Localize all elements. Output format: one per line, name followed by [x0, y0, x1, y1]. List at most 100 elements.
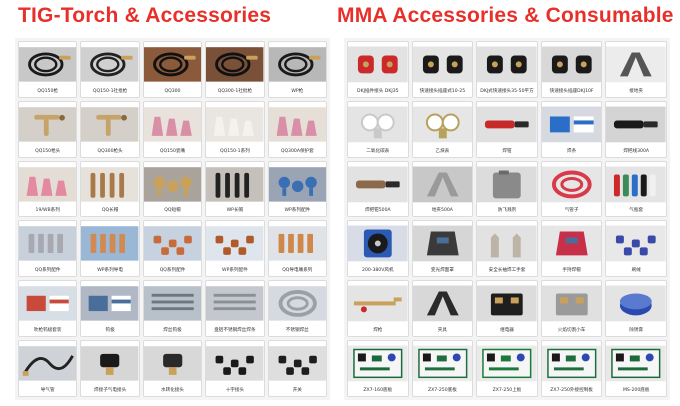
jerrycan-icon — [477, 162, 537, 207]
tig-torch-section-title: TIG-Torch & Accessories — [18, 4, 272, 27]
left-product-card: QQ300枪头 — [80, 100, 140, 158]
left-product-card: WP长帽 — [205, 160, 265, 218]
plugs-icon — [412, 42, 473, 87]
boxes-icon — [81, 281, 139, 326]
product-caption: 气瓶套 — [629, 208, 644, 214]
product-caption: 手持焊帽 — [562, 268, 581, 274]
left-product-card: 焊接子气电接头 — [80, 340, 140, 397]
left-product-card: QQ150-1系列 — [205, 100, 265, 158]
product-caption: QQ300枪头 — [97, 148, 123, 154]
coil-icon — [268, 281, 326, 326]
product-caption: 十字接头 — [225, 387, 245, 393]
product-caption: 不锈钢焊丝 — [285, 328, 309, 334]
circuit-board-icon — [477, 341, 537, 386]
clamp-icon — [412, 162, 473, 207]
clamp-icon — [412, 281, 473, 326]
product-caption: 火焰切割小车 — [557, 328, 586, 334]
left-product-card: QQ长帽 — [80, 160, 140, 218]
rods-icon — [206, 281, 264, 326]
product-caption: QQ系列配件 — [34, 268, 61, 274]
right-product-card: 安全长袖焊工手套 — [476, 220, 538, 278]
left-product-card: WP系列配件 — [267, 160, 327, 218]
plugs-icon — [541, 42, 602, 87]
product-caption: ZX7-250外接控制板 — [550, 387, 593, 393]
mma-accessories-section-title: MMA Accessories & Consumable — [337, 4, 674, 27]
right-product-card: 火焰切割小车 — [540, 280, 603, 338]
product-caption: QQ导电嘴系列 — [282, 268, 313, 274]
right-product-card: ZX7-250上板 — [476, 340, 538, 397]
plugs-icon — [477, 42, 537, 87]
product-caption: 200-380V风机 — [362, 268, 394, 274]
small-parts-icon — [606, 221, 666, 266]
left-product-card: 钨极 — [80, 280, 140, 338]
coiled-torch-cable-icon — [143, 42, 202, 87]
right-product-card: 变光焊面罩 — [411, 220, 474, 278]
left-product-card: QQ150-1社批枪 — [80, 41, 140, 98]
product-caption: 夹具 — [437, 328, 447, 334]
left-product-card: 不锈钢焊丝 — [267, 280, 327, 338]
left-product-card: 盘铝不锈钢焊丝焊条 — [205, 280, 265, 338]
long-caps-icon — [206, 162, 264, 207]
right-product-card: 气管子 — [540, 160, 603, 218]
short-caps-icon — [143, 162, 202, 207]
product-caption: QQ短帽 — [164, 208, 181, 214]
boxes-icon — [541, 102, 602, 147]
right-product-card: 接地夹 — [605, 41, 667, 98]
left-product-card: QQ300-1社批枪 — [205, 41, 265, 98]
right-product-card: 除锈膏 — [605, 280, 667, 338]
ceramic-nozzles-icon — [19, 162, 77, 207]
product-caption: ZX7-160底板 — [363, 387, 393, 393]
product-caption: 焊枪 — [373, 328, 383, 334]
boxes-icon — [19, 281, 77, 326]
right-product-card: 防飞溅剂 — [476, 160, 538, 218]
left-product-card: 开关 — [267, 340, 327, 397]
right-product-card: 继电器 — [476, 280, 538, 338]
hose-icon — [19, 341, 77, 386]
product-caption: QQ150-1系列 — [220, 148, 250, 154]
coiled-torch-cable-icon — [206, 42, 264, 87]
product-caption: QQ300A保护套 — [280, 148, 314, 154]
product-caption: 钨极 — [105, 328, 115, 334]
left-product-card: QQ150瓷嘴 — [142, 100, 203, 158]
product-caption: ZX7-250底板 — [427, 387, 457, 393]
circuit-board-icon — [348, 341, 408, 386]
left-product-card: QQ150枪 — [18, 41, 78, 98]
product-caption: WP系列导电 — [97, 268, 123, 274]
right-product-card: 焊钳 — [476, 100, 538, 158]
product-caption: 开关 — [292, 387, 302, 393]
product-caption: 焊把钳500A — [364, 208, 391, 214]
plugs-icon — [348, 42, 408, 87]
right-product-card: 快速接头插座DKJ10F — [540, 41, 603, 98]
product-caption: 安全长袖焊工手套 — [488, 268, 526, 274]
left-product-card: WP枪 — [267, 41, 327, 98]
right-product-card: 手持焊帽 — [540, 220, 603, 278]
right-product-card: 200-380V风机 — [347, 220, 409, 278]
ceramic-nozzles-icon — [143, 102, 202, 147]
coiled-torch-cable-icon — [81, 42, 139, 87]
left-product-card: QQ300 — [142, 41, 203, 98]
right-product-card: ZX7-160底板 — [347, 340, 409, 397]
right-product-card: 焊枪 — [347, 280, 409, 338]
holder-icon — [477, 102, 537, 147]
product-caption: 二氧化碳表 — [366, 148, 390, 154]
collets-icon — [19, 221, 77, 266]
coiled-torch-cable-icon — [19, 42, 77, 87]
left-product-card: QQ系列配件 — [142, 220, 203, 278]
right-product-card: 气瓶套 — [605, 160, 667, 218]
product-caption: 乙炔表 — [435, 148, 450, 154]
product-caption: 地夹500A — [431, 208, 453, 214]
left-product-card: 十字接头 — [205, 340, 265, 397]
product-caption: QQ300-1社批枪 — [217, 88, 253, 94]
gloves-icon — [477, 221, 537, 266]
mask-icon — [412, 221, 473, 266]
left-product-card: QQ短帽 — [142, 160, 203, 218]
right-product-card: 焊条 — [540, 100, 603, 158]
left-product-card: 导气管 — [18, 340, 78, 397]
product-caption: 19/WB系列 — [35, 208, 60, 214]
tin-icon — [606, 281, 666, 326]
product-caption: 除锈膏 — [629, 328, 644, 334]
product-caption: 焊接子气电接头 — [94, 387, 127, 393]
small-parts-icon — [206, 341, 264, 386]
